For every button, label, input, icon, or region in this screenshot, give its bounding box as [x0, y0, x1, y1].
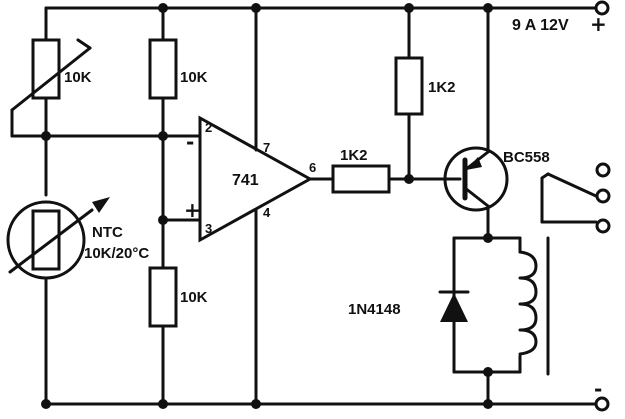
r-top-body [148, 38, 178, 100]
r-bottom-body [148, 266, 178, 328]
pin-7-label: 7 [263, 140, 270, 155]
supply-negative-sign: - [594, 377, 602, 401]
negative-terminal [594, 396, 610, 412]
supply-positive-sign: + [590, 12, 607, 36]
pin-6-label: 6 [309, 160, 316, 175]
relay-contact [540, 162, 611, 234]
r-pullup-value: 1K2 [428, 79, 456, 96]
positive-terminal [594, 0, 610, 16]
ntc-thermistor [6, 197, 110, 280]
opamp-name: 741 [232, 172, 259, 189]
relay-coil [518, 236, 550, 376]
opamp-noninverting-sign: + [184, 198, 201, 222]
pin-4-label: 4 [263, 205, 271, 220]
r-base-value: 1K2 [340, 147, 368, 164]
diode-name: 1N4148 [348, 301, 401, 318]
diode-1n4148 [438, 290, 470, 322]
junction-dots [41, 3, 493, 409]
ntc-value: 10K/20°C [84, 245, 149, 262]
input-wires [44, 134, 202, 222]
trimmer-wiper [10, 38, 92, 138]
transistor-name: BC558 [503, 149, 550, 166]
r-bottom-value: 10K [180, 289, 208, 306]
pin-2-label: 2 [205, 120, 212, 135]
pin-3-label: 3 [205, 221, 212, 236]
ntc-name: NTC [92, 224, 123, 241]
trimmer-value: 10K [64, 69, 92, 86]
opamp-inverting-sign: - [186, 130, 194, 154]
supply-label: 9 A 12V [512, 17, 569, 34]
r-base-body [331, 164, 391, 194]
transistor-bc558 [443, 6, 509, 240]
r-top-value: 10K [180, 69, 208, 86]
r-pullup-body [394, 56, 424, 116]
